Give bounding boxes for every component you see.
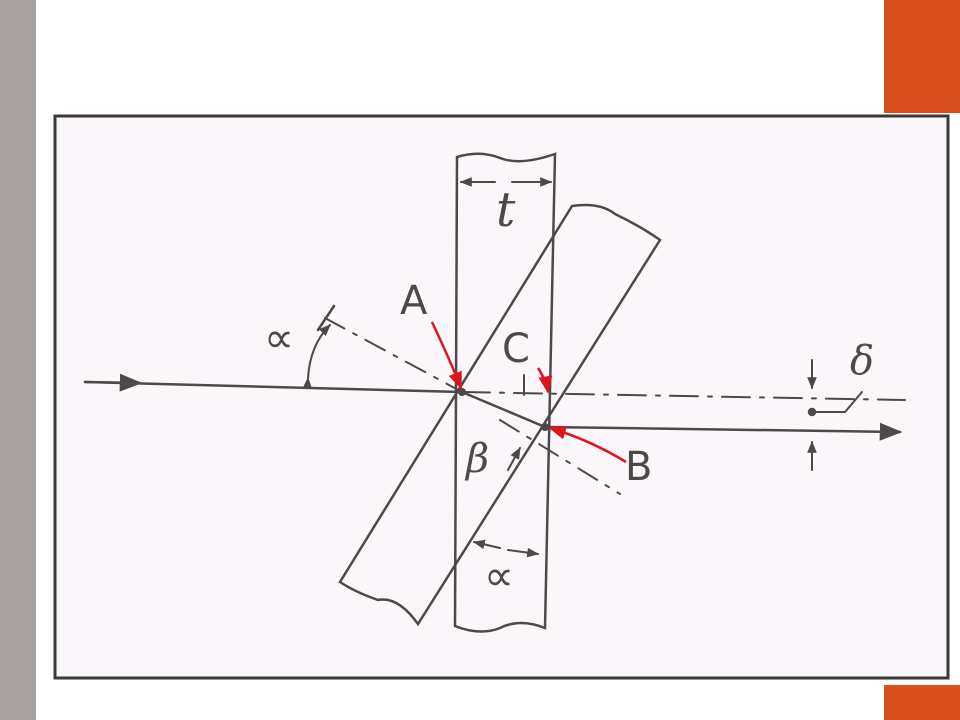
incident-extension [461,391,906,401]
beta-arrow [507,446,521,471]
delta-dot [807,407,817,417]
point-b-dot [541,423,549,431]
label-c: C [502,326,530,372]
vertical-plate [453,152,557,633]
label-alpha-bottom: ∝ [484,551,514,600]
alpha-bottom-arrow-left [472,539,501,550]
accent-block-bottom [884,685,960,720]
refracted-ray [460,390,547,429]
label-alpha-left: ∝ [264,313,294,362]
label-beta: β [464,436,489,482]
annotation-arrow-c [536,367,553,394]
normal-line-a [324,317,463,393]
emergent-ray [543,422,903,441]
delta-pointer [811,391,863,413]
incident-ray [83,380,464,394]
diagram-frame [53,114,950,680]
tilted-plate [338,203,662,627]
alpha-bottom-arrow-right [507,547,540,558]
label-b: B [625,444,652,490]
left-side-bar [0,0,36,720]
label-a: A [400,278,428,324]
annotation-arrow-b [548,425,627,464]
point-a-dot [458,388,466,396]
accent-block-top [884,0,960,113]
annotation-arrow-a [430,321,463,390]
label-t: t [496,182,516,238]
label-delta: δ [850,338,874,384]
alpha-arc-left [302,324,331,390]
incident-arrow [83,373,143,392]
